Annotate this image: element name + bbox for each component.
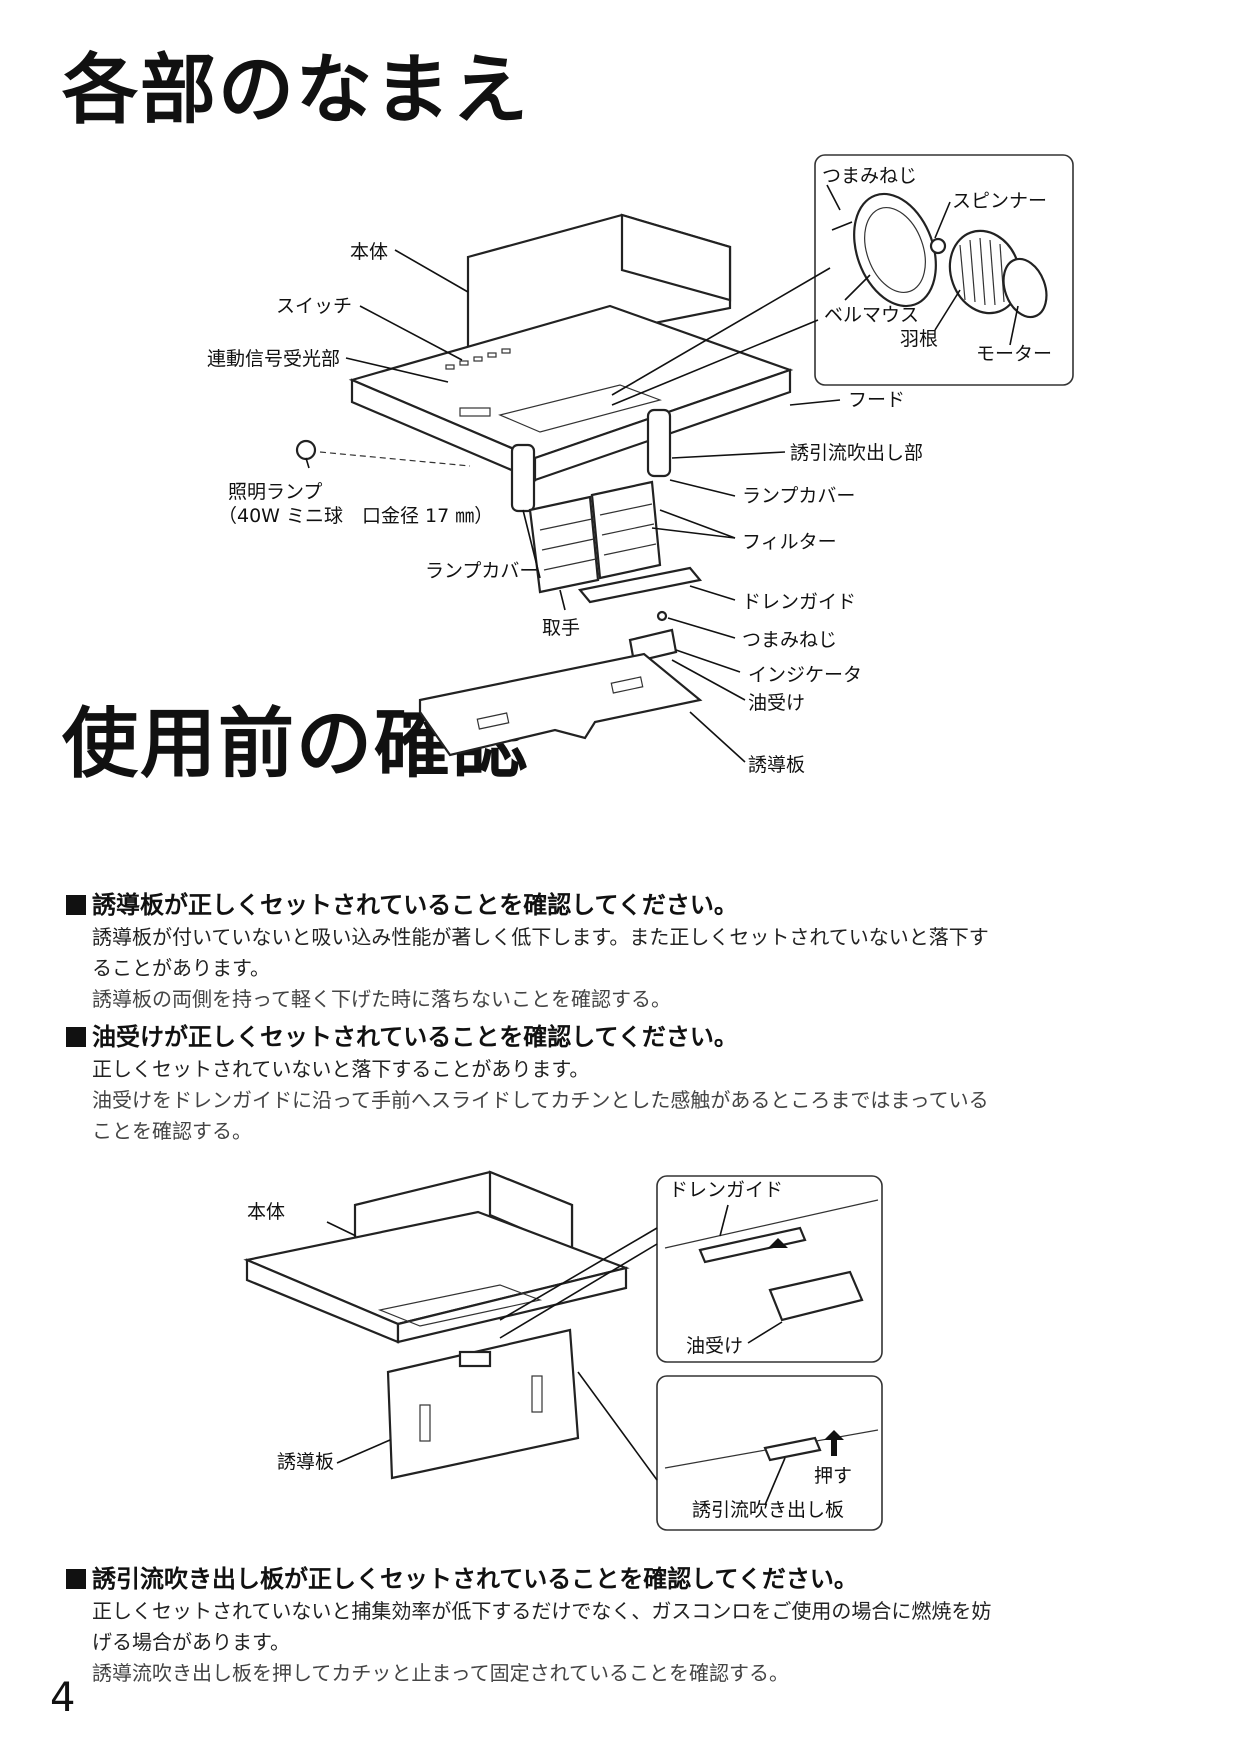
outlet-detail-illustration bbox=[664, 1429, 879, 1469]
label-spinner: スピンナー bbox=[952, 190, 1047, 212]
section-guide-plate: 誘導板が正しくセットされていることを確認してください。 誘導板が付いていないと吸… bbox=[66, 888, 1186, 1015]
section-title: 誘引流吹き出し板が正しくセットされていることを確認してください。 bbox=[66, 1562, 1186, 1596]
label2-honntai: 本体 bbox=[247, 1201, 285, 1223]
label-hood: フード bbox=[848, 389, 905, 411]
section-title: 誘導板が正しくセットされていることを確認してください。 bbox=[66, 888, 1186, 922]
label-filter: フィルター bbox=[742, 531, 837, 553]
heading-parts: 各部のなまえ bbox=[62, 45, 530, 134]
section-text: げる場合があります。 bbox=[92, 1630, 290, 1654]
label2-push: 押す bbox=[814, 1465, 852, 1487]
section-text: 誘導板が付いていないと吸い込み性能が著しく低下します。また正しくセットされていな… bbox=[92, 925, 989, 949]
label-blade: 羽根 bbox=[900, 328, 938, 350]
bullet-square-icon bbox=[66, 895, 86, 915]
section-subtext: 油受けをドレンガイドに沿って手前へスライドしてカチンとした感触があるところまでは… bbox=[92, 1088, 989, 1112]
label-guideplate: 誘導板 bbox=[748, 754, 805, 776]
label-knob-screw: つまみねじ bbox=[742, 629, 837, 651]
label-lampcover-right: ランプカバー bbox=[742, 485, 855, 507]
section-text: 正しくセットされていないと落下することがあります。 bbox=[92, 1057, 590, 1081]
label-drainguide: ドレンガイド bbox=[742, 591, 856, 613]
label-switch: スイッチ bbox=[276, 295, 352, 317]
label-oilpan: 油受け bbox=[748, 692, 805, 714]
installation-diagram bbox=[243, 1170, 630, 1480]
oilpan-detail-box bbox=[656, 1175, 883, 1363]
filters-illustration bbox=[528, 480, 662, 594]
label-receiver: 連動信号受光部 bbox=[207, 348, 340, 370]
label2-oilpan: 油受け bbox=[686, 1335, 743, 1357]
section-subtext: 誘導流吹き出し板を押してカチッと止まって固定されていることを確認する。 bbox=[92, 1661, 789, 1685]
drain-guide-illustration bbox=[577, 566, 703, 604]
label2-guideplate: 誘導板 bbox=[277, 1451, 334, 1473]
bullet-square-icon bbox=[66, 1027, 86, 1047]
label-honntai: 本体 bbox=[350, 241, 388, 263]
section-text: 正しくセットされていないと捕集効率が低下するだけでなく、ガスコンロをご使用の場合… bbox=[92, 1599, 992, 1623]
guide-plate-illustration bbox=[418, 652, 703, 757]
label-indicator: インジケータ bbox=[748, 664, 862, 686]
label-outlet: 誘引流吹出し部 bbox=[790, 442, 923, 464]
label-bellmouth: ベルマウス bbox=[824, 304, 919, 326]
fan-detail-illustration bbox=[831, 192, 1048, 319]
label2-outlet-plate: 誘引流吹き出し板 bbox=[692, 1499, 844, 1521]
label-handle: 取手 bbox=[542, 617, 580, 639]
oilpan-detail-illustration bbox=[664, 1199, 879, 1322]
section-subtext: ことを確認する。 bbox=[92, 1119, 252, 1143]
section-subtext: 誘導板の両側を持って軽く下げた時に落ちないことを確認する。 bbox=[92, 987, 671, 1011]
section-text: ることがあります。 bbox=[92, 956, 270, 980]
main-body-illustration bbox=[348, 213, 794, 513]
section-title: 油受けが正しくセットされていることを確認してください。 bbox=[66, 1020, 1186, 1054]
label-lamp-spec: （40W ミニ球 口金径 17 ㎜） bbox=[218, 505, 493, 527]
section-oil-pan: 油受けが正しくセットされていることを確認してください。 正しくセットされていない… bbox=[66, 1020, 1186, 1147]
label-lampcover-left: ランプカバー bbox=[425, 560, 538, 582]
section-outlet-plate: 誘引流吹き出し板が正しくセットされていることを確認してください。 正しくセットさ… bbox=[66, 1562, 1186, 1689]
lamp-bulb-illustration bbox=[295, 439, 317, 461]
bullet-square-icon bbox=[66, 1569, 86, 1589]
label2-drainguide: ドレンガイド bbox=[669, 1179, 783, 1201]
label-motor: モーター bbox=[976, 343, 1052, 365]
label-lamp: 照明ランプ bbox=[228, 481, 322, 503]
page-number: 4 bbox=[50, 1675, 76, 1721]
label-knob-screw-top: つまみねじ bbox=[822, 165, 917, 187]
